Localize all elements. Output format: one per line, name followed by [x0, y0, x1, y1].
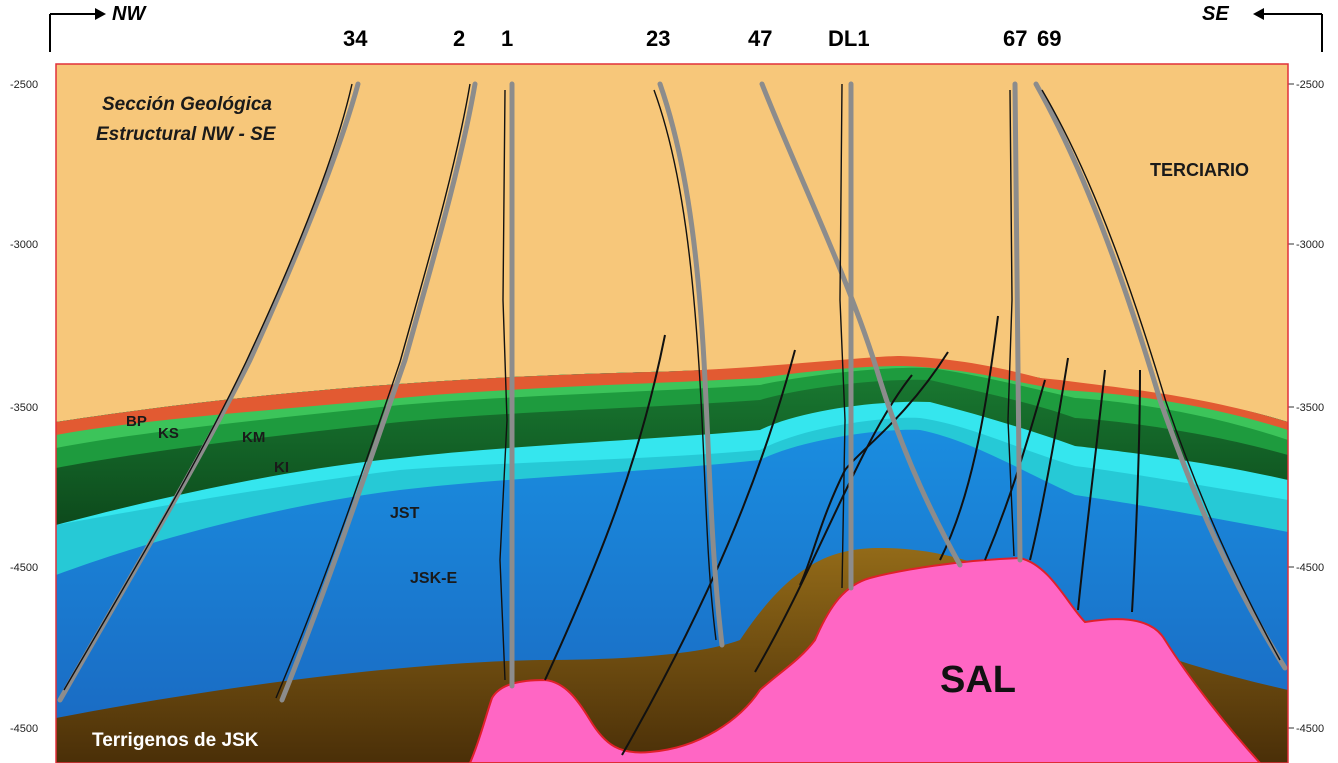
left-tick-label: -3500 — [10, 402, 38, 414]
well-name-dl1: DL1 — [828, 26, 870, 51]
log-trace — [63, 83, 353, 691]
label-bp: BP — [126, 413, 147, 430]
section-frame — [55, 63, 1289, 763]
nw-label: NW — [112, 3, 147, 25]
label-jst: JST — [390, 505, 420, 522]
faults — [544, 315, 1141, 756]
log-trace — [1041, 89, 1281, 661]
left-tick-label: -4500 — [10, 562, 38, 574]
fault-line — [799, 351, 949, 586]
well-47-trajectory — [759, 81, 963, 568]
left-tick-label: -4500 — [10, 723, 38, 735]
well-names: 34 2 1 23 47 DL1 67 69 — [343, 26, 1061, 51]
section-title-line2: Estructural NW - SE — [96, 124, 277, 145]
direction-header: NW SE — [49, 3, 1323, 52]
well-name-69: 69 — [1037, 26, 1061, 51]
layer-bp — [56, 356, 1288, 435]
well-name-47: 47 — [748, 26, 772, 51]
well-name-23: 23 — [646, 26, 670, 51]
well-name-67: 67 — [1003, 26, 1027, 51]
log-trace — [839, 83, 846, 589]
well-69-trajectory — [1033, 81, 1288, 671]
fault-line — [1029, 357, 1069, 561]
right-tick-label: -3000 — [1296, 239, 1324, 251]
well-23-trajectory — [657, 81, 725, 648]
section-title-line1: Sección Geológica — [102, 94, 272, 115]
salt-body — [468, 556, 1262, 763]
nw-arrow-icon — [95, 8, 106, 20]
wells — [57, 81, 1288, 703]
fault-line — [544, 334, 666, 681]
log-trace — [1007, 89, 1015, 557]
fault-line — [939, 315, 999, 561]
label-km: KM — [242, 429, 265, 446]
well-name-34: 34 — [343, 26, 368, 51]
section-body: Sección Geológica Estructural NW - SE TE… — [56, 64, 1288, 763]
label-terciario: TERCIARIO — [1150, 160, 1249, 180]
fault-line — [621, 349, 796, 756]
fault-line — [1077, 369, 1106, 611]
right-tick-label: -3500 — [1296, 402, 1324, 414]
left-tick-label: -3000 — [10, 239, 38, 251]
label-ki: KI — [274, 459, 289, 476]
label-jsk-e: JSK-E — [410, 570, 457, 587]
well-67-trajectory — [1012, 81, 1023, 563]
well-name-2: 2 — [453, 26, 465, 51]
log-trace — [499, 89, 508, 681]
log-trace — [653, 89, 717, 641]
well-34-trajectory — [57, 81, 361, 703]
right-tick-label: -4500 — [1296, 562, 1324, 574]
fault-line — [1131, 369, 1141, 613]
label-sal: SAL — [940, 659, 1016, 701]
se-label: SE — [1202, 3, 1229, 25]
fault-line — [754, 374, 913, 673]
right-tick-label: -4500 — [1296, 723, 1324, 735]
right-depth-axis: -2500 -3000 -3500 -4500 -4500 — [1288, 79, 1324, 735]
well-name-1: 1 — [501, 26, 513, 51]
label-terrigenos: Terrigenos de JSK — [92, 730, 259, 751]
log-trace — [275, 83, 471, 699]
well-2-trajectory — [279, 81, 478, 703]
se-arrow-icon — [1253, 8, 1264, 20]
left-depth-axis: -2500 -3000 -3500 -4500 -4500 — [10, 79, 62, 735]
label-ks: KS — [158, 425, 179, 442]
right-tick-label: -2500 — [1296, 79, 1324, 91]
well-logs — [63, 83, 1281, 699]
left-tick-label: -2500 — [10, 79, 38, 91]
